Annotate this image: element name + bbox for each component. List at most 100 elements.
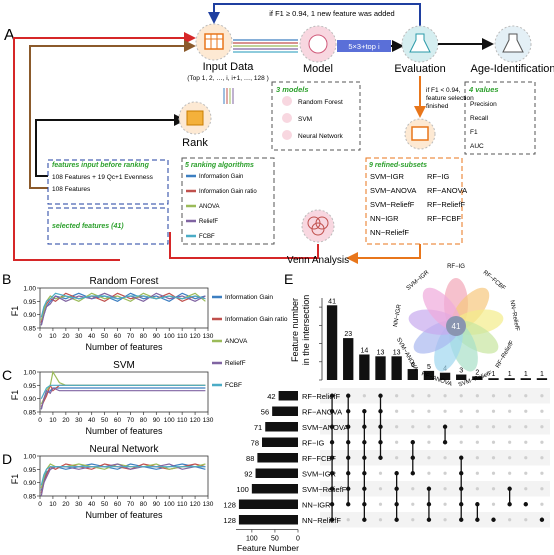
y-tick-label: 0.85 <box>23 410 36 417</box>
matrix-dot-filled <box>362 502 367 507</box>
intersection-bar-label: 13 <box>393 349 401 356</box>
y-axis-label: F1 <box>10 306 20 317</box>
feedback-arrow <box>208 3 421 32</box>
y-axis-label: F1 <box>10 474 20 485</box>
matrix-dot-filled <box>378 455 383 460</box>
matrix-dot-filled <box>426 517 432 522</box>
refined-item: RF−FCBF <box>427 214 461 223</box>
matrix-dot-empty <box>508 456 512 460</box>
set-size-bar <box>278 391 298 401</box>
matrix-dot-filled <box>329 409 335 414</box>
plot-frame <box>39 455 209 497</box>
intersection-bar-label: 13 <box>377 349 385 356</box>
stop-condition: feature selection <box>426 95 474 102</box>
set-size-bar <box>251 484 298 494</box>
models-title: 3 models <box>276 85 309 94</box>
matrix-dot-empty <box>475 471 479 475</box>
intersection-bar <box>456 374 467 380</box>
matrix-dot-empty <box>378 502 383 506</box>
intersection-bar-label: 3 <box>459 368 463 375</box>
series-line <box>40 466 206 486</box>
matrix-dot-filled <box>329 517 335 522</box>
model-item: SVM <box>298 116 312 123</box>
x-tick-label: 80 <box>140 417 148 424</box>
matrix-dot-filled <box>329 471 335 476</box>
x-tick-label: 50 <box>101 501 109 508</box>
value-item: F1 <box>470 129 478 136</box>
intersection-bar-label: 5 <box>427 364 431 371</box>
flower-petal-label: RF−IG <box>447 264 465 270</box>
set-size-label: 128 <box>223 500 236 509</box>
refined-item: SVM−IGR <box>370 172 405 181</box>
flask-icon <box>409 33 431 53</box>
matrix-dot-empty <box>427 425 431 429</box>
intersection-bar-label: 1 <box>492 371 496 378</box>
set-name-label: SVM−ANOVA <box>302 423 348 432</box>
matrix-dot-filled <box>362 486 367 491</box>
matrix-dot-filled <box>346 455 351 460</box>
model-item: Random Forest <box>298 99 343 106</box>
x-axis-label: Number of features <box>85 426 163 436</box>
x-tick-label: 50 <box>101 417 109 424</box>
refined-subsets-box <box>365 157 463 245</box>
matrix-dot-empty <box>540 487 544 491</box>
matrix-dot-empty <box>524 518 528 522</box>
matrix-dot-empty <box>524 440 528 444</box>
matrix-dot-empty <box>540 425 544 429</box>
matrix-dot-filled <box>346 440 351 445</box>
stop-condition: finished <box>426 103 449 110</box>
intersection-bar <box>488 378 499 380</box>
values-box <box>464 81 536 155</box>
input-data-sub: (Top 1, 2, …, i, i+1, …, 128 ) <box>187 75 268 82</box>
y-tick-label: 0.95 <box>23 383 36 390</box>
panel-label-c: C <box>2 367 12 383</box>
matrix-dot-filled <box>346 409 351 414</box>
intersection-bar <box>407 369 418 380</box>
matrix-dot-filled <box>394 471 399 476</box>
matrix-dot-empty <box>508 425 512 429</box>
matrix-dot-empty <box>395 425 399 429</box>
matrix-dot-empty <box>491 440 496 444</box>
matrix-dot-empty <box>524 456 528 460</box>
set-size-bar <box>262 437 298 447</box>
chart-title: SVM <box>113 360 135 371</box>
matrix-dot-empty <box>395 456 399 460</box>
matrix-dot-filled <box>362 409 367 414</box>
venn-to-selected-arrow <box>169 232 319 259</box>
matrix-dot-empty <box>443 456 447 460</box>
x-tick-label: 20 <box>62 333 70 340</box>
intersection-bar-label: 41 <box>328 298 336 305</box>
matrix-dot-empty <box>540 456 544 460</box>
refined-item: RF−ReliefF <box>427 200 466 209</box>
set-name-label: SVM−ReliefF <box>302 485 347 494</box>
matrix-dot-empty <box>443 502 447 506</box>
feedback-label: if F1 ≥ 0.94, 1 new feature was added <box>269 9 394 18</box>
matrix-dot-empty <box>427 394 431 398</box>
legend-label: ANOVA <box>225 338 248 345</box>
matrix-dot-empty <box>540 502 544 506</box>
matrix-row-band <box>320 450 550 466</box>
set-size-tick-label: 100 <box>246 536 258 543</box>
matrix-dot-empty <box>346 518 350 522</box>
matrix-dot-empty <box>491 471 496 475</box>
model-item: Neural Network <box>298 133 344 140</box>
venn-label: Venn Analysis <box>287 255 349 266</box>
intersection-bar-label: 2 <box>475 369 479 376</box>
matrix-dot-filled <box>410 471 415 476</box>
matrix-dot-empty <box>524 409 528 413</box>
matrix-dot-filled <box>378 440 383 445</box>
algorithms-box <box>181 157 275 245</box>
intersection-bar <box>504 378 515 380</box>
model-combo-label: 5×3+top i <box>348 42 380 51</box>
intersection-bar <box>326 305 338 380</box>
refined-item: NN−ReliefF <box>370 228 409 237</box>
x-tick-label: 100 <box>164 417 175 424</box>
set-name-label: NN−IGR <box>302 500 331 509</box>
selected-features-title: selected features (41) <box>52 223 124 230</box>
legend-label: Information Gain ratio <box>225 316 288 323</box>
matrix-dot-empty <box>491 502 496 506</box>
panel-label-a: A <box>4 27 15 44</box>
x-tick-label: 70 <box>127 501 135 508</box>
intersection-bar <box>375 356 386 380</box>
